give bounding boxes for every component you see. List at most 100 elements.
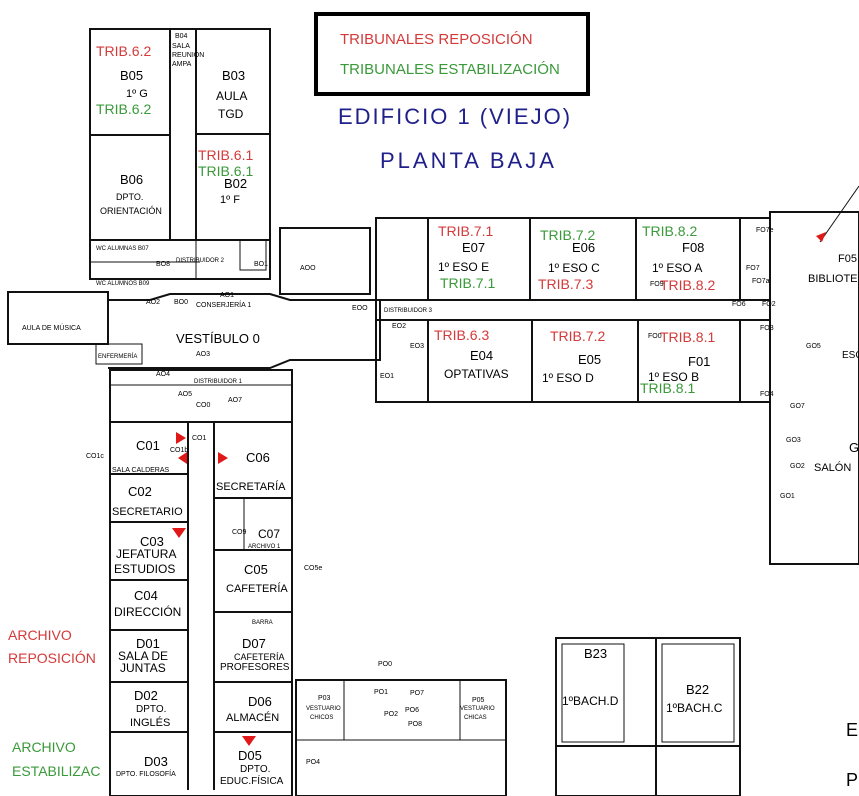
c05-desc: CAFETERÍA	[226, 582, 288, 595]
code-label: FO4	[760, 391, 774, 398]
e06-desc: 1º ESO C	[548, 261, 600, 275]
e06-code: E06	[572, 240, 595, 255]
legend-box	[314, 12, 590, 96]
code-label: FO3	[760, 325, 774, 332]
c03-code: C03	[140, 534, 164, 549]
code-label: FO2	[762, 301, 776, 308]
wc-alumnas: WC ALUMNAS B07	[96, 246, 149, 252]
p03-l1: VESTUARIO	[306, 706, 341, 712]
code-label: GO3	[786, 437, 801, 444]
esc: ESC	[842, 350, 859, 361]
code-label: EO2	[392, 323, 406, 330]
e04-code: E04	[470, 348, 493, 363]
marker-c01	[176, 432, 186, 444]
central-area	[7, 227, 381, 369]
d01-code: D01	[136, 636, 160, 651]
code-label: PO6	[405, 707, 419, 714]
code-label: CO1	[192, 435, 207, 442]
d02-l2: INGLÉS	[130, 716, 170, 729]
e07-trib-r: TRIB.7.1	[438, 223, 493, 239]
code-label: AO5	[178, 391, 192, 398]
f08-code: F08	[682, 240, 704, 255]
d01-l1: SALA DE	[118, 649, 168, 663]
e05-trib-r: TRIB.7.2	[550, 328, 605, 344]
b23-desc: 1ºBACH.D	[562, 694, 619, 708]
edge-g: G	[849, 440, 859, 455]
code-label: AOO	[300, 265, 316, 272]
c02-desc: SECRETARIO	[112, 506, 183, 518]
archivo-repo-1: ARCHIVO	[8, 627, 72, 643]
c07-desc: ARCHIVO 1	[248, 544, 281, 550]
code-label: FO7	[746, 265, 760, 272]
d07-l2: PROFESORES	[220, 662, 290, 673]
salon: SALÓN	[814, 461, 851, 474]
d02-code: D02	[134, 688, 158, 703]
conserjeria: CONSERJERÍA 1	[196, 300, 251, 309]
f01-trib-r: TRIB.8.1	[660, 329, 715, 345]
e06-trib-e: TRIB.7.2	[540, 227, 595, 243]
code-label: AO7	[228, 397, 242, 404]
b22-code: B22	[686, 682, 709, 697]
f01-code: F01	[688, 354, 710, 369]
b03-l1: AULA	[216, 89, 247, 103]
cd-wing	[109, 369, 293, 796]
code-label: PO8	[408, 721, 422, 728]
f01-desc: 1º ESO B	[648, 370, 699, 384]
p-block	[295, 679, 507, 796]
c06-desc: SECRETARÍA	[216, 480, 286, 493]
b04-l3: AMPA	[172, 61, 192, 68]
b06-l1: DPTO.	[116, 192, 143, 202]
code-label: BO1	[254, 261, 268, 268]
code-label: BO8	[156, 261, 170, 268]
p03-code: P03	[318, 695, 331, 702]
b23-code: B23	[584, 646, 607, 661]
wc-alumnos: WC ALUMNOS B09	[96, 281, 150, 287]
b06-code: B06	[120, 172, 143, 187]
e07-desc: 1º ESO E	[438, 260, 489, 274]
code-label: GO2	[790, 463, 805, 470]
marker-c06	[218, 452, 228, 464]
c04-desc: DIRECCIÓN	[114, 604, 181, 619]
code-label: AO3	[196, 351, 210, 358]
c06-code: C06	[246, 450, 270, 465]
e05-code: E05	[578, 352, 601, 367]
b05-trib-r: TRIB.6.2	[96, 43, 151, 59]
code-label: CO5e	[304, 565, 322, 572]
b03-l2: TGD	[218, 107, 244, 121]
e07-trib-e: TRIB.7.1	[440, 275, 495, 291]
edge-p: P	[846, 770, 858, 790]
enfermeria: ENFERMERÍA	[98, 353, 137, 360]
b02-code: B02	[224, 176, 247, 191]
code-label: FO7a	[752, 278, 770, 285]
code-label: PO4	[306, 759, 320, 766]
f08-desc: 1º ESO A	[652, 261, 702, 275]
f05-code: F05	[838, 253, 857, 265]
b22-desc: 1ºBACH.C	[666, 701, 723, 715]
d03-desc: DPTO. FILOSOFÍA	[116, 769, 176, 778]
e06-trib-r: TRIB.7.3	[538, 276, 593, 292]
d06-code: D06	[248, 694, 272, 709]
b02-trib-e: TRIB.6.1	[198, 163, 253, 179]
d07-code: D07	[242, 636, 266, 651]
b-wing	[89, 28, 271, 280]
d05-l1: DPTO.	[240, 764, 270, 775]
d02-l1: DPTO.	[136, 704, 166, 715]
code-label: CO1b	[170, 447, 188, 454]
c02-code: C02	[128, 484, 152, 499]
code-label: CO0	[196, 402, 211, 409]
c04-code: C04	[134, 588, 158, 603]
code-label: AO1	[220, 292, 234, 299]
b03-code: B03	[222, 68, 245, 83]
code-label: EO1	[380, 373, 394, 380]
code-label: AO4	[156, 371, 170, 378]
code-label: PO2	[384, 711, 398, 718]
code-label: PO1	[374, 689, 388, 696]
c03-l1: JEFATURA	[116, 547, 176, 561]
code-label: CO1c	[86, 453, 104, 460]
archivo-estab-1: ARCHIVO	[12, 739, 76, 755]
e04-trib-r: TRIB.6.3	[434, 327, 489, 343]
code-label: PO7	[410, 690, 424, 697]
code-label: EOO	[352, 305, 368, 312]
code-label: GO7	[790, 403, 805, 410]
p05-l1: VESTUARIO	[460, 706, 495, 712]
